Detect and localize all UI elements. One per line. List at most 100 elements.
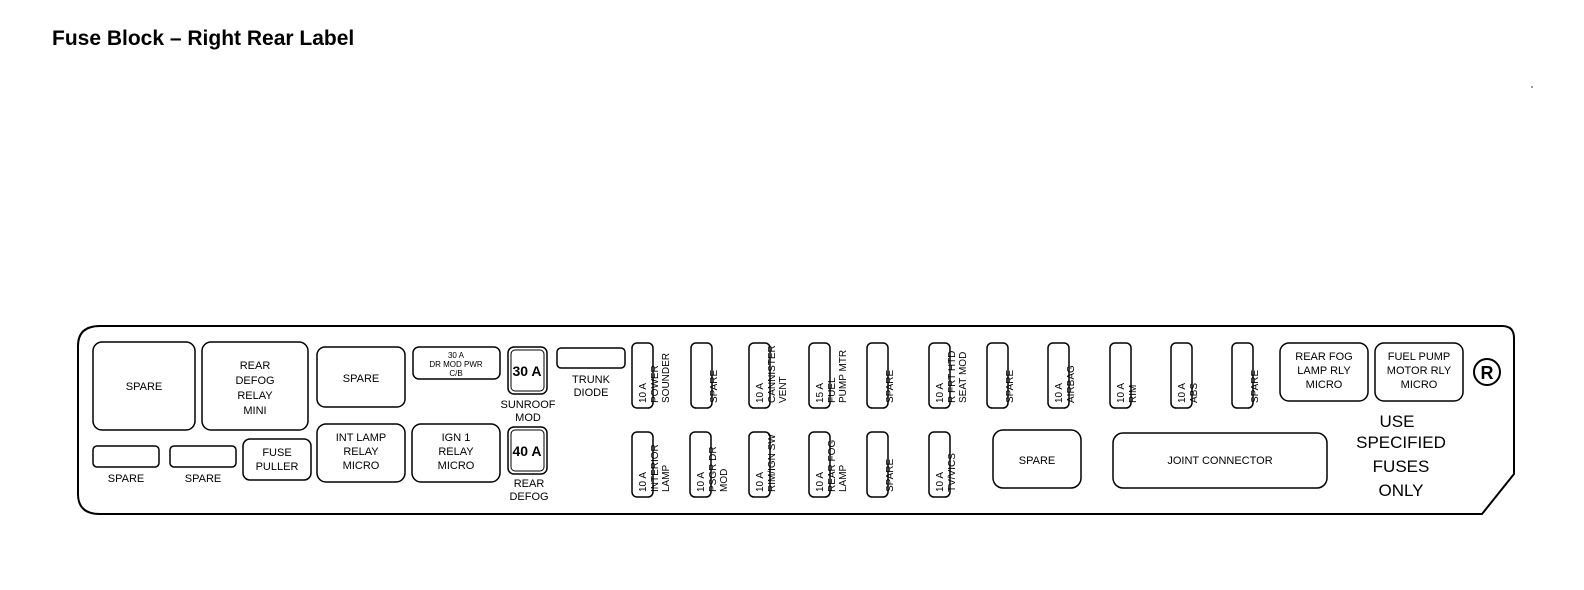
bottom-fuse-rating: 10 A xyxy=(638,472,649,492)
top-fuse-rating: 10 A xyxy=(755,383,766,403)
fuse-puller-line-1: FUSE xyxy=(262,447,291,459)
top-fuse-slot xyxy=(748,342,771,409)
sunroof-label-1: SUNROOF xyxy=(501,399,556,411)
top-fuse-rating: 10 A xyxy=(638,383,649,403)
fuse-puller-line-2: PULLER xyxy=(256,461,299,473)
warning-line-4: ONLY xyxy=(1378,481,1423,500)
trunk-diode: TRUNK DIODE xyxy=(556,347,626,399)
int-lamp-relay-line-3: MICRO xyxy=(343,460,380,472)
int-lamp-relay-line-1: INT LAMP xyxy=(336,432,387,444)
bottom-fuse-label: REAR FOG xyxy=(827,440,838,492)
bottom-fuse-label: LAMP xyxy=(661,464,672,492)
trunk-diode-line-2: DIODE xyxy=(574,387,609,399)
rear-fog-relay-line-3: MICRO xyxy=(1306,379,1343,391)
sunroof-fuse-rating: 30 A xyxy=(512,363,541,379)
spare-large-label: SPARE xyxy=(126,381,162,393)
top-fuse-5: SPARE xyxy=(866,342,896,409)
joint-connector: JOINT CONNECTOR xyxy=(1112,432,1328,489)
top-fuse-label: R FRT HTD xyxy=(947,351,958,403)
sunroof-label-2: MOD xyxy=(515,412,541,424)
sunroof-fuse: 30 A SUNROOF MOD xyxy=(501,346,556,424)
rear-defog-fuse: 40 A REAR DEFOG xyxy=(507,426,549,503)
bottom-fuse-rating: 10 A xyxy=(935,472,946,492)
rear-defog-relay-line-1: REAR xyxy=(240,360,271,372)
top-fuse-label: RIM xyxy=(1128,385,1139,403)
top-fuse-label: SPARE xyxy=(1250,370,1261,403)
ign1-relay-line-1: IGN 1 xyxy=(442,432,471,444)
fuel-pump-relay-line-2: MOTOR RLY xyxy=(1387,365,1452,377)
rear-fog-lamp-relay: REAR FOG LAMP RLY MICRO xyxy=(1279,342,1369,402)
fuel-pump-relay-line-3: MICRO xyxy=(1401,379,1438,391)
top-fuse-label: POWER xyxy=(650,365,661,403)
top-fuse-slot xyxy=(1047,342,1070,409)
spare-mid-slot: SPARE xyxy=(316,346,406,408)
top-fuse-rating: 10 A xyxy=(1054,383,1065,403)
bottom-fuse-label: LAMP xyxy=(838,464,849,492)
bottom-fuse-slot xyxy=(689,431,712,498)
warning-line-2: SPECIFIED xyxy=(1356,433,1446,452)
spare-mid-label: SPARE xyxy=(343,373,379,385)
top-fuse-slot xyxy=(631,342,654,409)
dr-mod-cb-line-3: C/B xyxy=(449,369,462,378)
dr-mod-cb-line-1: 30 A xyxy=(448,351,465,360)
rear-defog-relay-line-2: DEFOG xyxy=(235,375,274,387)
top-fuse-label: CANNISTER xyxy=(767,345,778,403)
joint-connector-label: JOINT CONNECTOR xyxy=(1167,455,1272,467)
top-fuse-label: SPARE xyxy=(1005,370,1016,403)
warning-text: USE SPECIFIED FUSES ONLY xyxy=(1356,412,1446,500)
spare-small-1-label: SPARE xyxy=(108,473,144,485)
dr-mod-cb-line-2: DR MOD PWR xyxy=(429,360,483,369)
rear-defog-relay: REAR DEFOG RELAY MINI xyxy=(201,341,309,431)
top-fuse-label: ABS xyxy=(1189,383,1200,403)
top-fuse-rating: 10 A xyxy=(1116,383,1127,403)
top-fuse-label: SOUNDER xyxy=(661,353,672,403)
r-mark-icon: R xyxy=(1473,358,1501,386)
rear-fog-relay-line-1: REAR FOG xyxy=(1295,351,1352,363)
spare-bottom-label: SPARE xyxy=(1019,455,1055,467)
top-fuse-slot xyxy=(808,342,831,409)
top-fuse-slot xyxy=(690,342,713,409)
top-fuse-slot xyxy=(866,342,889,409)
warning-line-3: FUSES xyxy=(1373,457,1430,476)
bottom-fuse-label: PSGR DR xyxy=(708,446,719,492)
fuse-puller: FUSE PULLER xyxy=(242,438,312,481)
top-fuse-slot xyxy=(928,342,951,409)
rear-defog-relay-line-4: MINI xyxy=(243,405,266,417)
bottom-fuse-slot xyxy=(928,431,951,498)
top-fuse-label: VENT xyxy=(778,376,789,403)
dr-mod-circuit-breaker: 30 A DR MOD PWR C/B xyxy=(412,346,501,380)
top-fuse-label: SPARE xyxy=(709,370,720,403)
bottom-fuse-label: TV/VICS xyxy=(947,453,958,492)
int-lamp-relay: INT LAMP RELAY MICRO xyxy=(316,423,406,483)
fuel-pump-relay-line-1: FUEL PUMP xyxy=(1388,351,1451,363)
bottom-fuse-label: SPARE xyxy=(885,459,896,492)
top-fuse-slot xyxy=(1170,342,1193,409)
label-outline xyxy=(77,325,1515,515)
top-fuse-slot xyxy=(986,342,1009,409)
top-fuse-label: AIRBAG xyxy=(1066,365,1077,403)
fuel-pump-motor-relay: FUEL PUMP MOTOR RLY MICRO xyxy=(1374,342,1464,402)
trunk-diode-line-1: TRUNK xyxy=(572,374,611,386)
bottom-fuse-label: INTERIOR xyxy=(650,444,661,492)
r-mark-letter: R xyxy=(1481,363,1494,383)
ign1-relay-line-3: MICRO xyxy=(438,460,475,472)
spare-small-2-label: SPARE xyxy=(185,473,221,485)
ign1-relay: IGN 1 RELAY MICRO xyxy=(411,423,501,483)
bottom-fuse-rating: 10 A xyxy=(815,472,826,492)
page-title: Fuse Block – Right Rear Label xyxy=(52,27,355,50)
bottom-fuse-slot xyxy=(631,431,654,498)
rear-fog-relay-line-2: LAMP RLY xyxy=(1297,365,1351,377)
bottom-fuse-rating: 10 A xyxy=(696,472,707,492)
top-fuse-label: FUEL xyxy=(827,377,838,403)
